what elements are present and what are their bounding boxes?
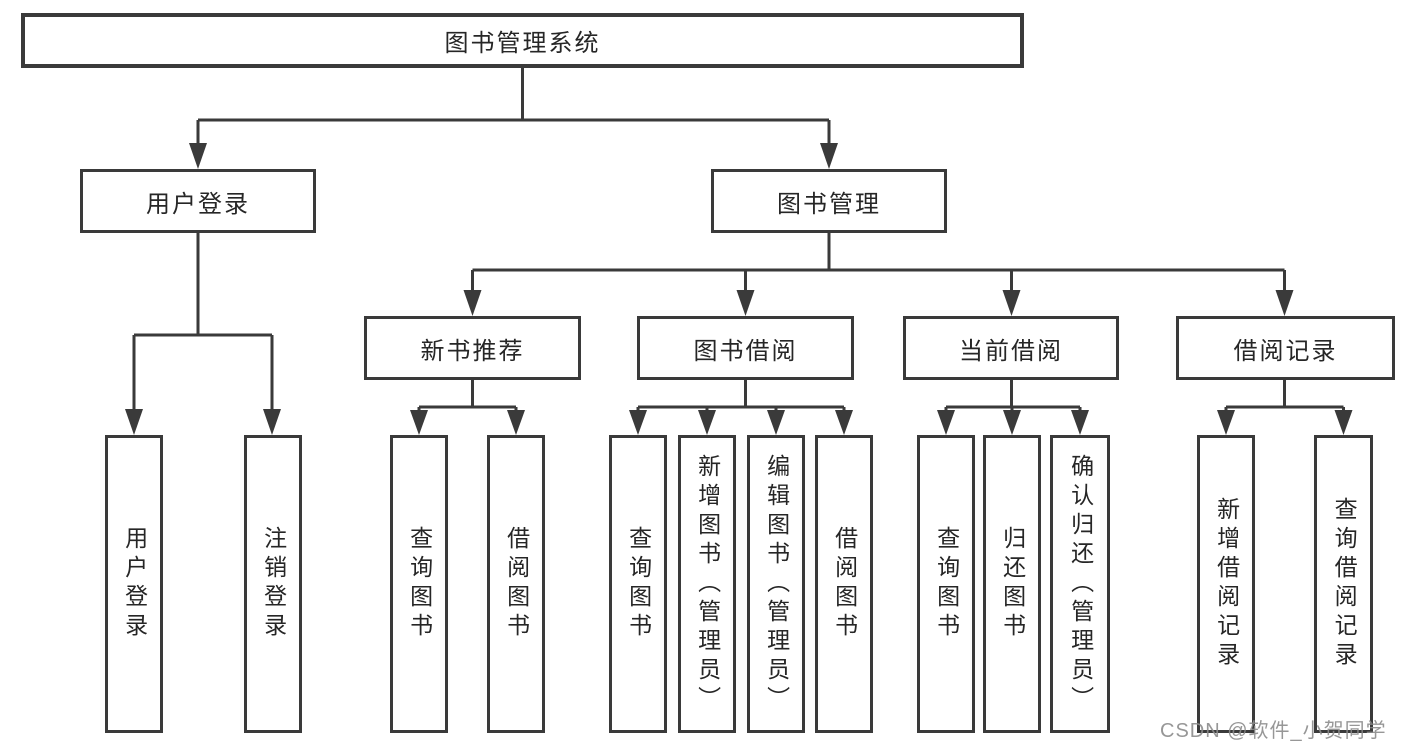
leaf-logout: 注销登录 bbox=[244, 435, 302, 733]
node-label: 用户登录 bbox=[146, 190, 250, 218]
leaf-query-borrow-record: 查询借阅记录 bbox=[1314, 435, 1373, 733]
node-user-login: 用户登录 bbox=[80, 169, 316, 233]
leaf-label: 新增图书（管理员） bbox=[694, 453, 721, 715]
node-label: 新书推荐 bbox=[420, 337, 525, 365]
connector-root-to-level1 bbox=[196, 68, 831, 146]
leaf-label: 查询图书 bbox=[625, 526, 652, 642]
leaf-label: 查询借阅记录 bbox=[1331, 497, 1358, 671]
node-label: 借阅记录 bbox=[1233, 337, 1338, 365]
node-label: 当前借阅 bbox=[959, 337, 1063, 365]
leaf-label: 用户登录 bbox=[121, 526, 148, 642]
leaf-edit-books-admin: 编辑图书（管理员） bbox=[747, 435, 805, 733]
leaf-label: 查询图书 bbox=[933, 526, 960, 642]
connector-new-book-rec-to-leaves bbox=[417, 380, 518, 413]
leaf-label: 归还图书 bbox=[999, 526, 1026, 642]
node-borrowing-records: 借阅记录 bbox=[1176, 316, 1395, 380]
leaf-borrow-books: 借阅图书 bbox=[815, 435, 873, 733]
leaf-confirm-return-admin: 确认归还（管理员） bbox=[1050, 435, 1110, 733]
leaf-label: 查询图书 bbox=[406, 526, 433, 642]
connector-borrowing-records-to-leaves bbox=[1224, 380, 1345, 413]
connector-current-borrowing-to-leaves bbox=[944, 380, 1082, 413]
connector-book-management-to-level2 bbox=[471, 233, 1286, 292]
node-label: 图书管理 bbox=[777, 190, 881, 218]
node-book-borrowing: 图书借阅 bbox=[637, 316, 854, 380]
leaf-label: 借阅图书 bbox=[503, 526, 530, 642]
leaf-query-books-borrow: 查询图书 bbox=[609, 435, 667, 733]
node-label: 图书借阅 bbox=[693, 337, 798, 365]
leaf-label: 编辑图书（管理员） bbox=[763, 453, 790, 715]
node-new-book-recommendation: 新书推荐 bbox=[364, 316, 581, 380]
leaf-add-books-admin: 新增图书（管理员） bbox=[678, 435, 736, 733]
leaf-label: 注销登录 bbox=[260, 526, 287, 642]
csdn-watermark: CSDN @软件_小贺同学 bbox=[1160, 720, 1387, 742]
node-current-borrowing: 当前借阅 bbox=[903, 316, 1119, 380]
leaf-query-books-current: 查询图书 bbox=[917, 435, 975, 733]
arrowheads bbox=[125, 143, 1353, 435]
leaf-label: 借阅图书 bbox=[831, 526, 858, 642]
leaf-return-books: 归还图书 bbox=[983, 435, 1041, 733]
leaf-borrow-books-recommend: 借阅图书 bbox=[487, 435, 545, 733]
connector-book-borrowing-to-leaves bbox=[636, 380, 846, 413]
leaf-user-login: 用户登录 bbox=[105, 435, 163, 733]
leaf-label: 确认归还（管理员） bbox=[1067, 453, 1094, 715]
leaf-add-borrow-record: 新增借阅记录 bbox=[1197, 435, 1255, 733]
node-book-management: 图书管理 bbox=[711, 169, 947, 233]
leaf-query-books-recommend: 查询图书 bbox=[390, 435, 448, 733]
leaf-label: 新增借阅记录 bbox=[1213, 497, 1240, 671]
connector-user-login-to-leaves bbox=[132, 233, 274, 412]
node-label: 图书管理系统 bbox=[444, 30, 601, 57]
node-library-management-system: 图书管理系统 bbox=[21, 13, 1024, 68]
